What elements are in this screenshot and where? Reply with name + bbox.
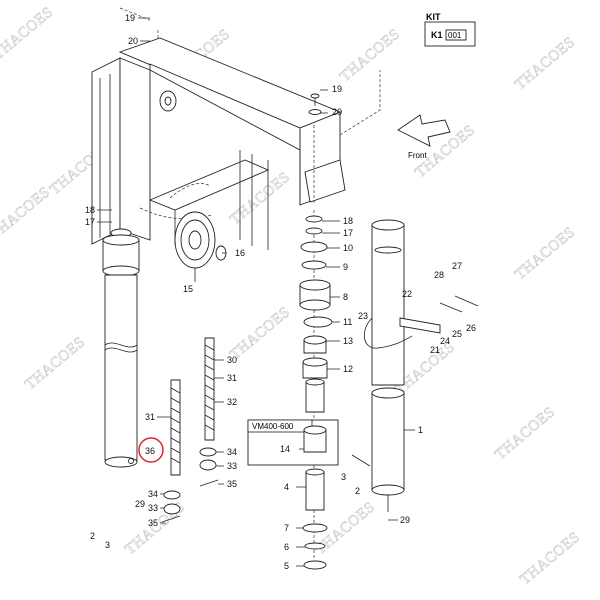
callout-label: 24 bbox=[440, 336, 450, 346]
front-direction-indicator: Front bbox=[397, 114, 451, 160]
front-label: Front bbox=[408, 151, 427, 160]
callout-label: 31 bbox=[227, 373, 237, 383]
callout-label: 33 bbox=[148, 503, 158, 513]
watermark-text: THACOES bbox=[337, 26, 403, 85]
callout-label: 22 bbox=[402, 289, 412, 299]
watermark-text: THACOES bbox=[0, 184, 53, 243]
callout-label: 17 bbox=[85, 217, 95, 227]
callout-label: 33 bbox=[227, 461, 237, 471]
callout-label: 23 bbox=[358, 311, 368, 321]
kit-code: 001 bbox=[448, 31, 462, 40]
callout-label: 31 bbox=[145, 412, 155, 422]
cylinder-head-stack bbox=[299, 93, 333, 560]
callout-label: 20 bbox=[128, 36, 138, 46]
callout-label: 28 bbox=[434, 270, 444, 280]
right-lift-cylinder bbox=[351, 219, 479, 512]
callout-label: 3 bbox=[341, 472, 346, 482]
kit-box: KIT K1 001 bbox=[424, 12, 476, 47]
kit-label: K1 bbox=[431, 30, 443, 40]
callout-label: 16 bbox=[235, 248, 245, 258]
watermark-text: THACOES bbox=[492, 404, 558, 463]
callout-label: 18 bbox=[85, 205, 95, 215]
callout-label: 10 bbox=[343, 243, 353, 253]
callout-label: 15 bbox=[183, 284, 193, 294]
sheave-pulley bbox=[174, 211, 227, 282]
callout-label: 17 bbox=[343, 228, 353, 238]
callout-label: 29 bbox=[400, 515, 410, 525]
kit-title: KIT bbox=[426, 12, 441, 22]
callout-label: 21 bbox=[430, 345, 440, 355]
piston-stack bbox=[302, 468, 328, 570]
callout-label: 9 bbox=[343, 262, 348, 272]
callout-label: 19 bbox=[125, 13, 135, 23]
variant-box-label: VM400-600 bbox=[252, 422, 294, 431]
watermark-text: THACOES bbox=[0, 4, 56, 63]
left-lift-cylinder bbox=[102, 228, 140, 468]
callout-label: 18 bbox=[343, 216, 353, 226]
callout-label: 27 bbox=[452, 261, 462, 271]
highlight-ring bbox=[138, 437, 164, 463]
callout-label: 20 bbox=[332, 107, 342, 117]
callout-label: 3 bbox=[105, 540, 110, 550]
callout-label: 25 bbox=[452, 329, 462, 339]
callout-label: 26 bbox=[466, 323, 476, 333]
callout-label: 36 bbox=[145, 446, 155, 456]
chain-set bbox=[170, 337, 215, 476]
callout-label: 5 bbox=[284, 561, 289, 571]
watermark-text: THACOES bbox=[227, 304, 293, 363]
callout-label: 2 bbox=[90, 531, 95, 541]
callout-label: 30 bbox=[227, 355, 237, 365]
callout-label: 14 bbox=[280, 444, 290, 454]
leader-lines bbox=[97, 17, 415, 567]
watermark-text: THACOES bbox=[512, 224, 578, 283]
callout-label: 12 bbox=[343, 364, 353, 374]
callout-label: 35 bbox=[148, 518, 158, 528]
callout-label: 29 bbox=[135, 499, 145, 509]
watermark-text: THACOES bbox=[517, 529, 583, 588]
callout-label: 1 bbox=[418, 425, 423, 435]
callout-labels: 19 20 19 20 18 17 16 15 18 17 10 9 8 11 … bbox=[85, 13, 476, 571]
callout-label: 11 bbox=[343, 317, 352, 327]
callout-label: 34 bbox=[227, 447, 237, 457]
watermark-text: THACOES bbox=[512, 34, 578, 93]
callout-label: 34 bbox=[148, 489, 158, 499]
callout-label: 2 bbox=[355, 486, 360, 496]
callout-label: 7 bbox=[284, 523, 289, 533]
callout-label: 32 bbox=[227, 397, 237, 407]
watermark-text: THACOES bbox=[22, 334, 88, 393]
variant-box: VM400-600 bbox=[247, 419, 339, 466]
callout-label: 8 bbox=[343, 292, 348, 302]
chain-anchor-hardware bbox=[161, 447, 219, 523]
mast-frame bbox=[91, 7, 381, 250]
callout-label: 13 bbox=[343, 336, 353, 346]
callout-label: 35 bbox=[227, 479, 237, 489]
callout-label: 19 bbox=[332, 84, 342, 94]
callout-label: 4 bbox=[284, 482, 289, 492]
callout-label: 6 bbox=[284, 542, 289, 552]
